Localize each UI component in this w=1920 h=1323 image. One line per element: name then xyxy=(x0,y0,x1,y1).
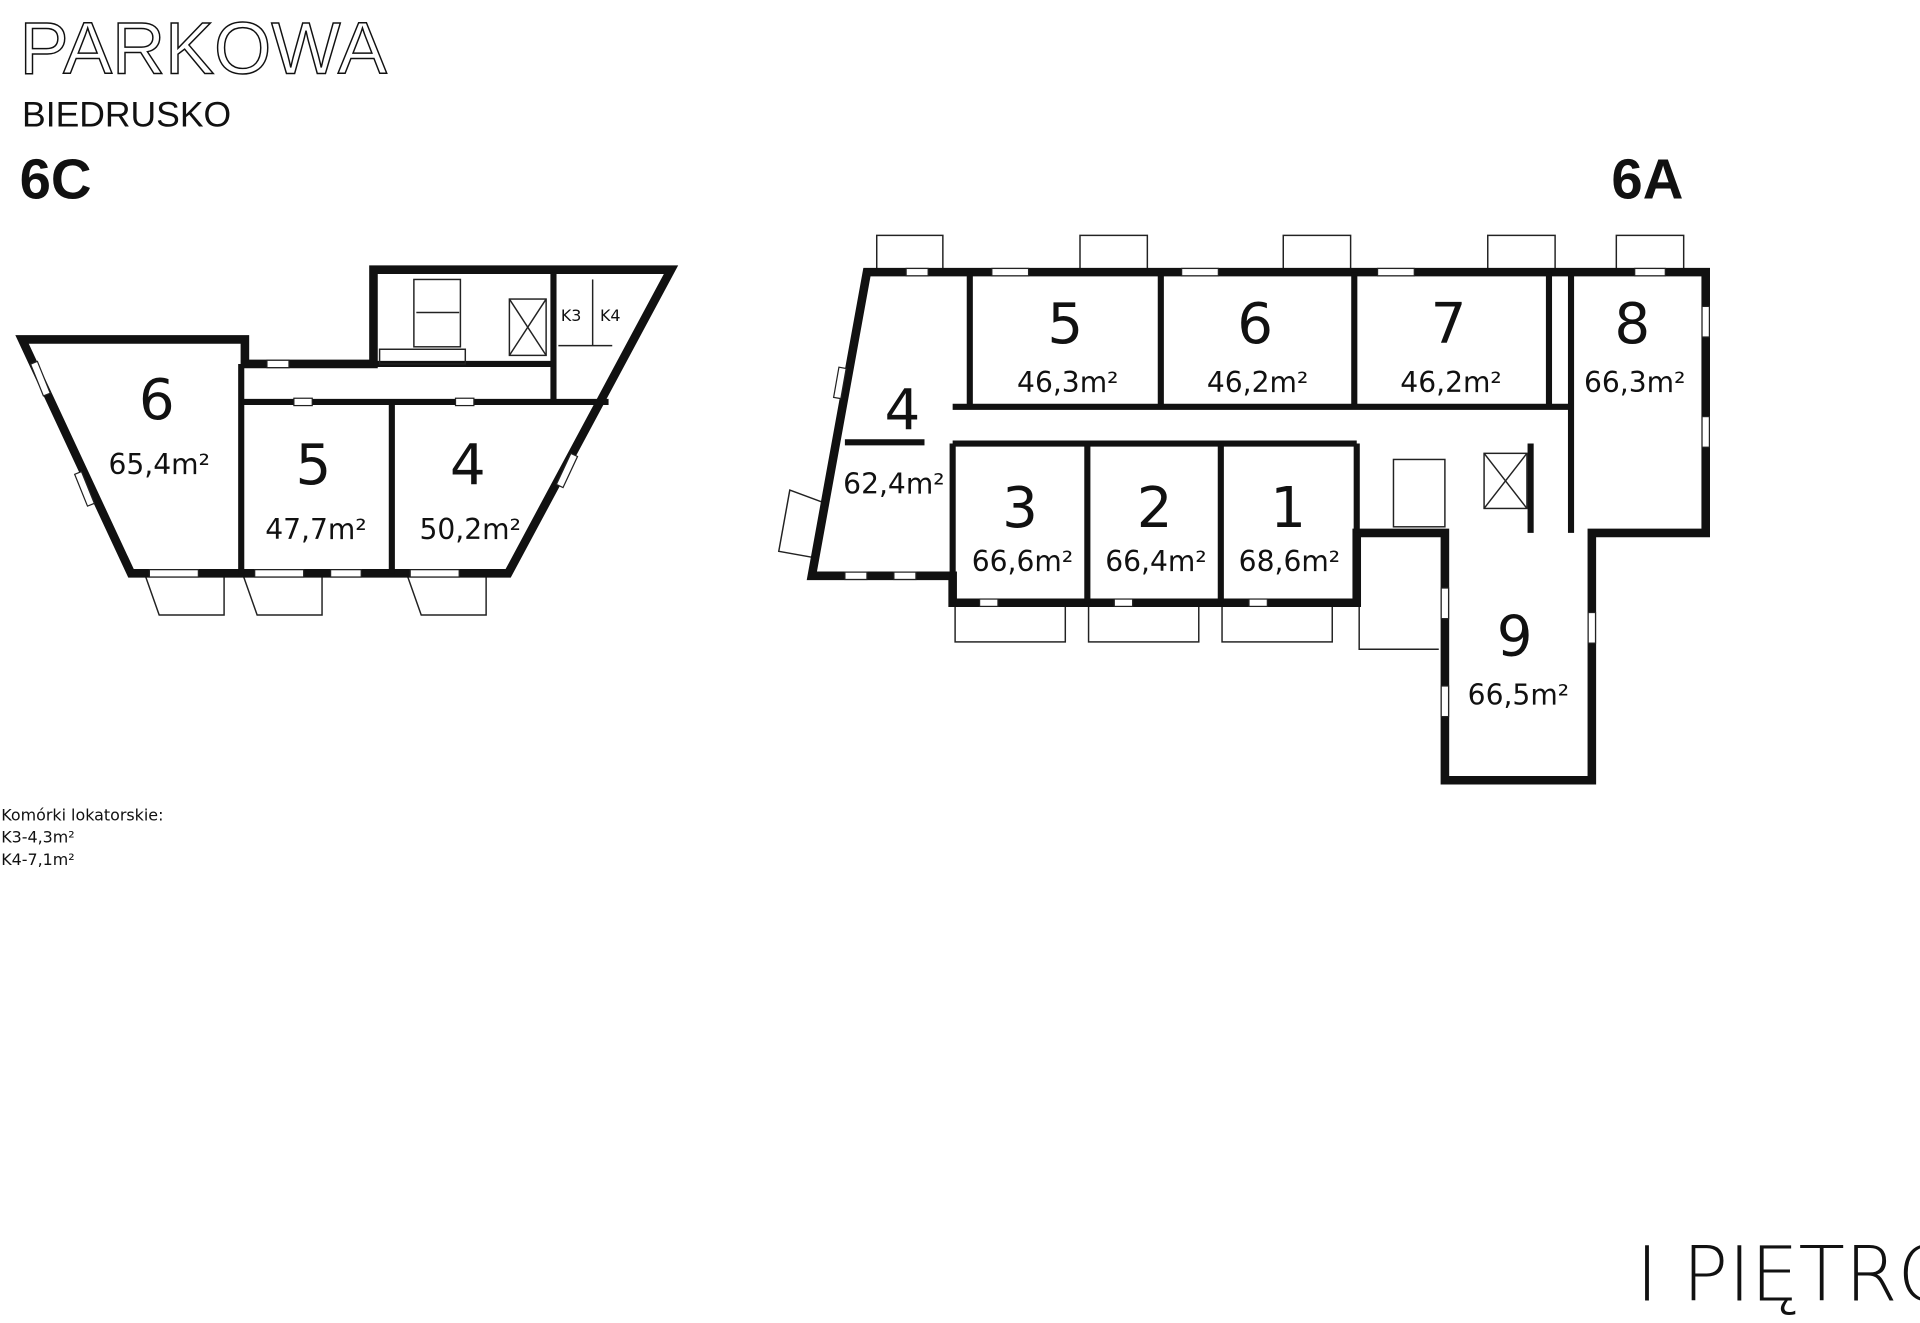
unit-6a-7-number: 7 xyxy=(1431,292,1467,357)
unit-6c-5-area: 47,7m² xyxy=(265,513,366,546)
legend-heading: Komórki lokatorskie: xyxy=(1,806,163,825)
unit-6a-5-number: 5 xyxy=(1047,292,1083,357)
floor-label: I PIĘTRO xyxy=(1636,1231,1920,1319)
unit-6a-5-area: 46,3m² xyxy=(1017,366,1118,399)
plan-6a: 5 46,3m² 6 46,2m² 7 46,2m² 8 66,3m² 4 62… xyxy=(777,234,1710,785)
unit-6a-4-number: 4 xyxy=(885,378,921,443)
location-label: BIEDRUSKO xyxy=(22,94,231,134)
legend-item: K4-7,1m² xyxy=(1,850,74,869)
unit-6a-2-area: 66,4m² xyxy=(1105,545,1206,578)
unit-6c-6-number: 6 xyxy=(139,368,175,433)
unit-6a-3-area: 66,6m² xyxy=(972,545,1073,578)
unit-6a-4-area: 62,4m² xyxy=(843,468,944,501)
unit-6a-9-number: 9 xyxy=(1497,604,1533,669)
unit-6c-4-number: 4 xyxy=(450,433,486,498)
project-title: PARKOWA xyxy=(20,7,387,90)
storage-k4-label: K4 xyxy=(600,306,621,325)
unit-6a-6-area: 46,2m² xyxy=(1207,366,1308,399)
unit-6a-1-area: 68,6m² xyxy=(1239,545,1340,578)
unit-6a-8-number: 8 xyxy=(1614,292,1650,357)
unit-6a-9-area: 66,5m² xyxy=(1468,678,1569,711)
legend-item: K3-4,3m² xyxy=(1,828,74,847)
unit-6a-8-area: 66,3m² xyxy=(1584,366,1685,399)
building-6a-label: 6A xyxy=(1611,148,1683,211)
plan-6c: 6 65,4m² 5 47,7m² 4 50,2m² K3 K4 xyxy=(15,265,679,616)
unit-6a-2-number: 2 xyxy=(1137,476,1173,541)
unit-6c-6-area: 65,4m² xyxy=(108,448,209,481)
storage-legend: Komórki lokatorskie: K3-4,3m² K4-7,1m² xyxy=(1,806,163,869)
unit-6a-6-number: 6 xyxy=(1237,292,1273,357)
unit-6a-1-number: 1 xyxy=(1270,476,1306,541)
unit-6a-3-number: 3 xyxy=(1002,476,1038,541)
building-6c-label: 6C xyxy=(20,148,92,211)
storage-k3-label: K3 xyxy=(561,306,582,325)
unit-6c-5-number: 5 xyxy=(296,433,332,498)
unit-6c-4-area: 50,2m² xyxy=(419,513,520,546)
unit-6a-7-area: 46,2m² xyxy=(1400,366,1501,399)
